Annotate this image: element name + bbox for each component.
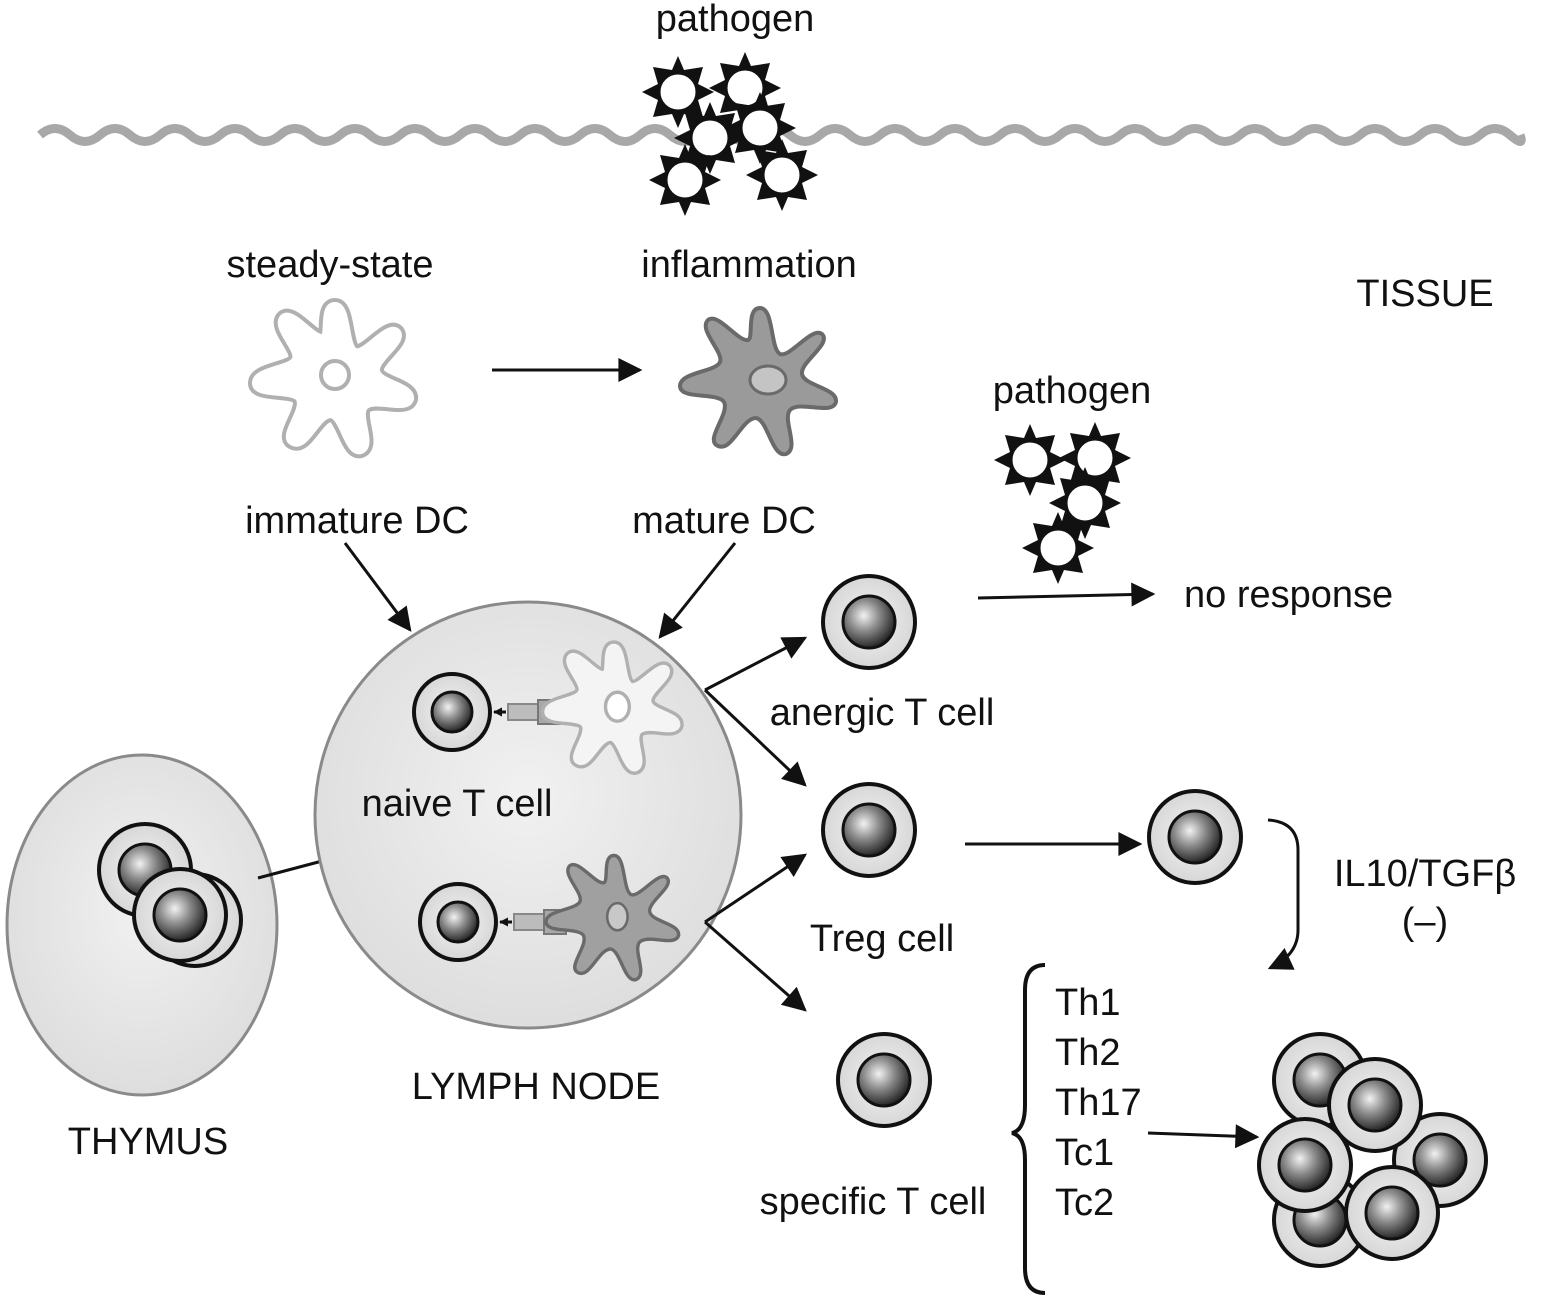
anergic-t-cell xyxy=(821,574,917,670)
no-response-arrow xyxy=(977,582,1156,607)
pathogen-label-top: pathogen xyxy=(655,0,815,40)
immature-dc-arrow xyxy=(343,542,412,632)
mature-dc-label: mature DC xyxy=(632,500,816,542)
tissue-boundary xyxy=(37,124,1526,146)
treg-cell xyxy=(821,782,917,878)
effector-arrow xyxy=(1147,1124,1260,1149)
pathogen-label-middle: pathogen xyxy=(992,370,1152,412)
subset-tc1: Tc1 xyxy=(1055,1132,1115,1174)
arrow-to-treg-lower xyxy=(704,853,807,924)
subset-th2: Th2 xyxy=(1055,1032,1121,1074)
immature-dc-label: immature DC xyxy=(245,500,469,542)
anergic-t-cell-label: anergic T cell xyxy=(769,692,995,734)
suppression-arrow xyxy=(1267,818,1300,970)
pathogen-cluster-middle xyxy=(992,420,1133,586)
mature-dc-lymph xyxy=(544,853,681,982)
effector-subset-list: Th1 Th2 Th17 Tc1 Tc2 xyxy=(1055,978,1142,1228)
steady-state-label: steady-state xyxy=(226,244,434,286)
inflammation-label: inflammation xyxy=(641,244,857,286)
arrow-to-specific xyxy=(704,920,807,1012)
specific-t-cell-label: specific T cell xyxy=(759,1181,987,1223)
naive-t-cell-upper xyxy=(412,672,492,752)
arrow-to-anergic xyxy=(704,636,808,692)
effector-cell-cluster xyxy=(1257,1032,1488,1268)
mature-dc xyxy=(678,306,839,457)
subset-th17: Th17 xyxy=(1055,1082,1142,1124)
naive-t-cell-label: naive T cell xyxy=(361,783,553,825)
subset-th1: Th1 xyxy=(1055,982,1121,1024)
arrow-to-treg-upper xyxy=(703,688,807,787)
tissue-label: TISSUE xyxy=(1356,273,1494,315)
subset-brace xyxy=(1011,963,1046,1295)
naive-t-cell-lower xyxy=(418,882,498,962)
subset-tc2: Tc2 xyxy=(1055,1182,1115,1224)
negative-regulation-label: (–) xyxy=(1401,901,1449,943)
mature-dc-arrow xyxy=(658,542,737,639)
specific-t-cell xyxy=(836,1032,932,1128)
thymus-label: THYMUS xyxy=(67,1121,229,1163)
no-response-label: no response xyxy=(1184,574,1394,616)
immature-dc xyxy=(255,305,411,451)
activated-treg-cell xyxy=(1147,789,1243,885)
treg-cell-label: Treg cell xyxy=(809,918,955,960)
immature-dc-lymph xyxy=(546,646,679,770)
lymph-node-label: LYMPH NODE xyxy=(411,1066,661,1108)
il10-tgfb-label: IL10/TGFβ xyxy=(1333,853,1517,895)
